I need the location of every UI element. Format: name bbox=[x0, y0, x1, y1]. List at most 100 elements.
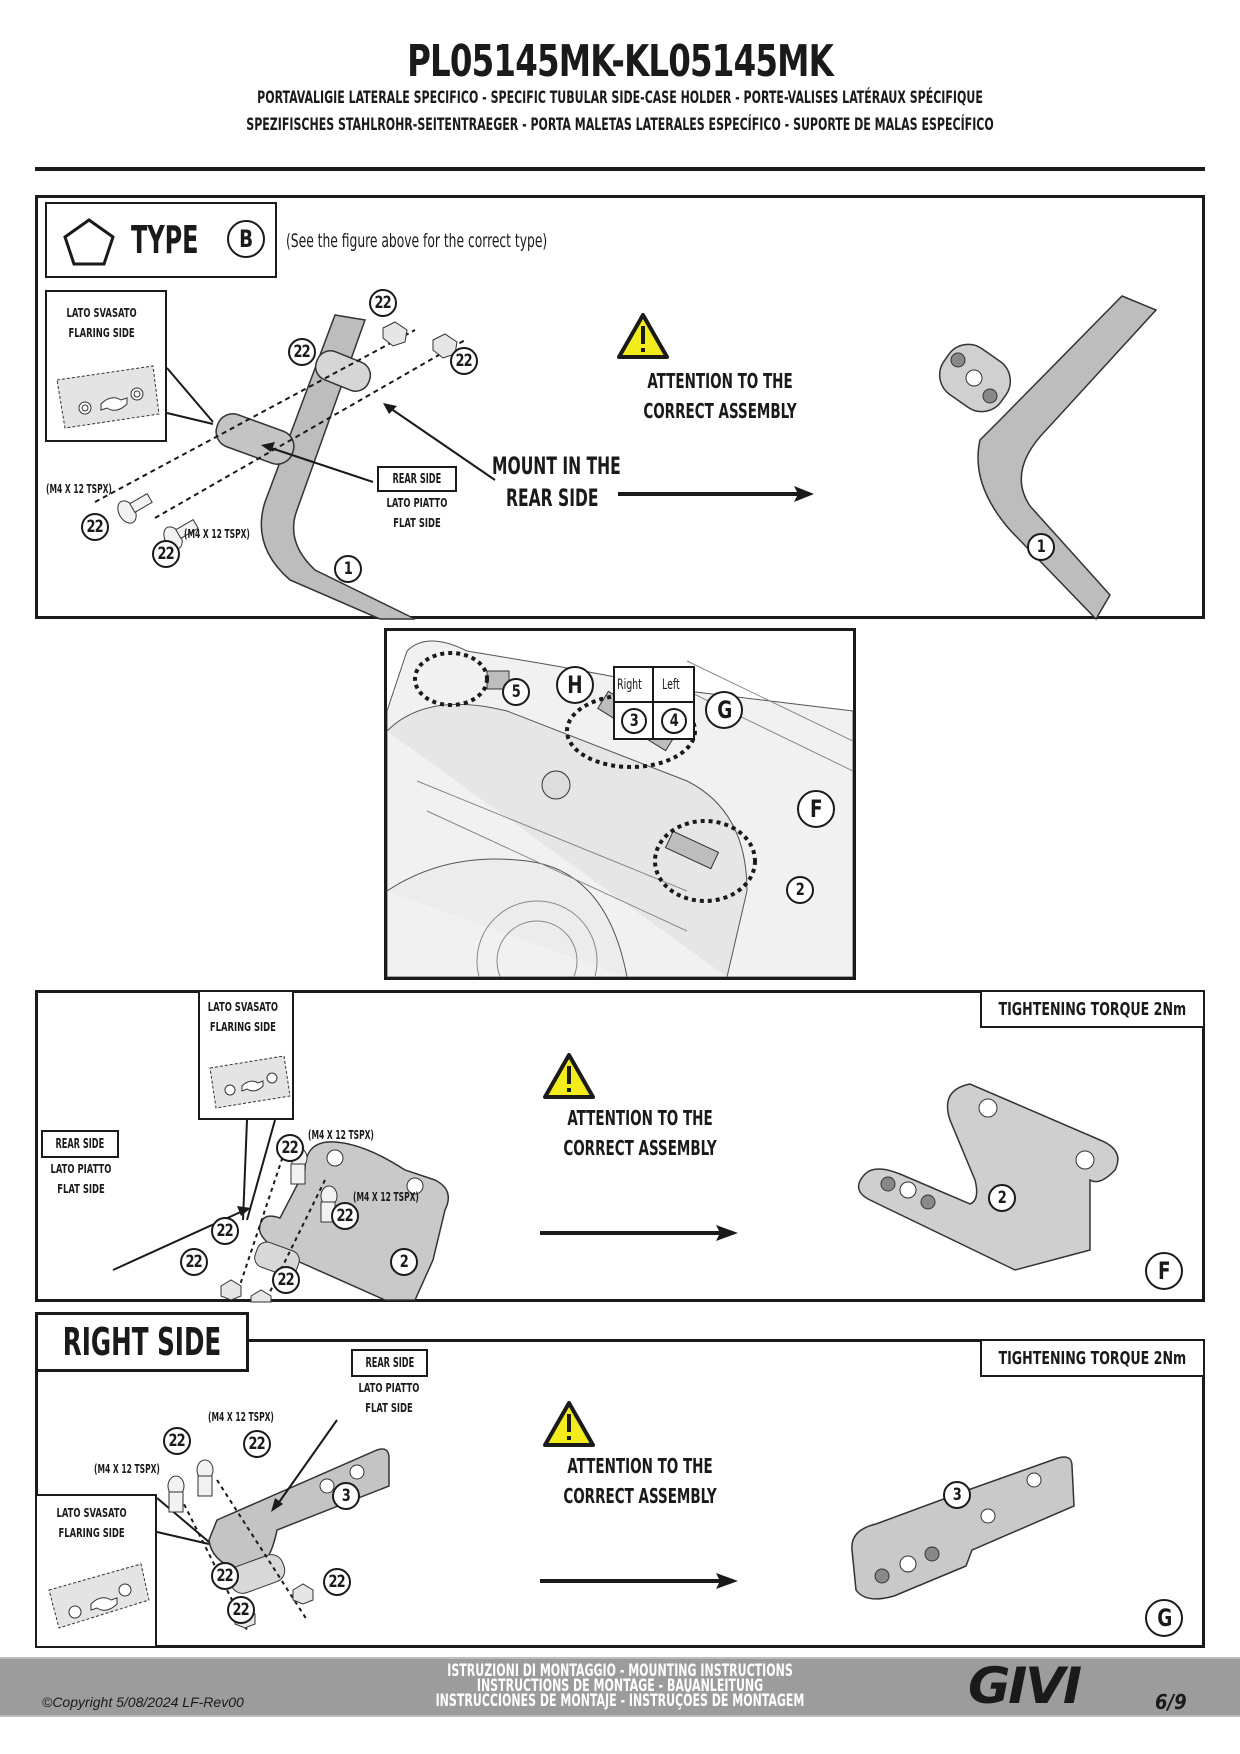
type-note: (See the figure above for the correct ty… bbox=[286, 230, 548, 252]
arrow-right-icon bbox=[618, 486, 814, 502]
torque-label-box: TIGHTENING TORQUE 2Nm bbox=[980, 1339, 1205, 1377]
screw-spec: (M4 X 12 TSPX) bbox=[208, 1410, 274, 1424]
type-label: TYPE bbox=[131, 218, 199, 262]
table-cell-right: 3 bbox=[615, 703, 654, 738]
flaring-side-inset: LATO SVASATO FLARING SIDE bbox=[198, 990, 294, 1120]
part-callout-22: 22 bbox=[276, 1134, 304, 1162]
arrow-right-icon bbox=[540, 1573, 738, 1589]
flaring-label-en: FLARING SIDE bbox=[58, 1526, 125, 1540]
part-callout-22: 22 bbox=[450, 347, 478, 375]
flaring-label-it: LATO SVASATO bbox=[56, 1506, 127, 1520]
rear-side-tag: REAR SIDE bbox=[351, 1349, 428, 1377]
motorcycle-rear-drawing bbox=[387, 640, 853, 977]
table-header-left: Left bbox=[654, 668, 693, 703]
bike-overview-panel bbox=[384, 628, 856, 980]
flat-label-en: FLAT SIDE bbox=[57, 1182, 105, 1196]
part-callout-22: 22 bbox=[272, 1266, 300, 1294]
part-callout-2: 2 bbox=[988, 1184, 1016, 1212]
subtitle-line-1: PORTAVALIGIE LATERALE SPECIFICO - SPECIF… bbox=[257, 88, 983, 108]
right-side-title-box: RIGHT SIDE bbox=[35, 1312, 249, 1372]
page-number: 6/9 bbox=[1155, 1690, 1187, 1714]
flaring-plate-drawing bbox=[209, 1055, 291, 1109]
section-h-badge: H bbox=[556, 666, 594, 704]
part-callout-22: 22 bbox=[331, 1202, 359, 1230]
assembled-tube-drawing bbox=[938, 295, 1158, 621]
table-header-right: Right bbox=[615, 668, 654, 703]
flat-label-it: LATO PIATTO bbox=[386, 496, 448, 510]
footer-bar bbox=[0, 1657, 1240, 1717]
warning-icon bbox=[617, 313, 669, 359]
screw-spec: (M4 X 12 TSPX) bbox=[94, 1462, 160, 1476]
instructions-line-3: INSTRUCCIONES DE MONTAJE - INSTRUÇÕES DE… bbox=[435, 1691, 805, 1711]
document-title: PL05145MK-KL05145MK bbox=[407, 36, 834, 87]
flaring-plate-drawing bbox=[56, 365, 160, 429]
attention-text: ATTENTION TO THE CORRECT ASSEMBLY bbox=[563, 1454, 717, 1508]
part-callout-2: 2 bbox=[390, 1248, 418, 1276]
assembled-bracket-3-drawing bbox=[851, 1456, 1075, 1600]
attention-text: ATTENTION TO THE CORRECT ASSEMBLY bbox=[643, 369, 797, 423]
section-g-badge: G bbox=[1145, 1599, 1183, 1637]
attention-text: ATTENTION TO THE CORRECT ASSEMBLY bbox=[563, 1106, 717, 1160]
flat-label-it: LATO PIATTO bbox=[358, 1381, 420, 1395]
flat-label-en: FLAT SIDE bbox=[365, 1401, 413, 1415]
warning-icon bbox=[543, 1053, 595, 1099]
instructions-line-2: INSTRUCTIONS DE MONTAGE - BAUANLEITUNG bbox=[476, 1676, 764, 1696]
flaring-label-en: FLARING SIDE bbox=[68, 326, 135, 340]
mount-text-line2: REAR SIDE bbox=[506, 484, 599, 512]
part-callout-22: 22 bbox=[81, 513, 109, 541]
type-b-panel bbox=[35, 195, 1205, 619]
table-cell-left: 4 bbox=[654, 703, 693, 738]
flaring-label-it: LATO SVASATO bbox=[207, 1000, 278, 1014]
screw-spec: (M4 X 12 TSPX) bbox=[184, 527, 250, 541]
part-callout-1: 1 bbox=[1027, 533, 1055, 561]
arrow-right-icon bbox=[540, 1225, 738, 1241]
pentagon-icon bbox=[63, 218, 115, 266]
instructions-line-1: ISTRUZIONI DI MONTAGGIO - MOUNTING INSTR… bbox=[447, 1661, 793, 1681]
section-g-badge: G bbox=[705, 691, 743, 729]
part-callout-22: 22 bbox=[211, 1217, 239, 1245]
part-callout-22: 22 bbox=[152, 540, 180, 568]
flaring-plate-drawing bbox=[48, 1563, 150, 1629]
assembled-bracket-2-drawing bbox=[857, 1083, 1119, 1271]
rear-side-tag: REAR SIDE bbox=[41, 1130, 119, 1158]
section-g-panel bbox=[35, 1339, 1205, 1648]
type-letter-badge: B bbox=[227, 220, 265, 258]
rear-side-tag: REAR SIDE bbox=[377, 466, 457, 492]
torque-label-box: TIGHTENING TORQUE 2Nm bbox=[980, 990, 1205, 1028]
type-box: TYPE B bbox=[45, 202, 277, 278]
part-callout-5: 5 bbox=[502, 678, 530, 706]
part-callout-22: 22 bbox=[369, 289, 397, 317]
section-f-panel bbox=[35, 990, 1205, 1302]
right-side-title: RIGHT SIDE bbox=[62, 1320, 222, 1364]
part-callout-22: 22 bbox=[288, 338, 316, 366]
right-left-part-table: Right Left 3 4 bbox=[613, 666, 695, 740]
screw-spec: (M4 X 12 TSPX) bbox=[353, 1190, 419, 1204]
flat-label-en: FLAT SIDE bbox=[393, 516, 441, 530]
part-callout-22: 22 bbox=[211, 1562, 239, 1590]
flaring-label-it: LATO SVASATO bbox=[66, 306, 137, 320]
flat-label-it: LATO PIATTO bbox=[50, 1162, 112, 1176]
part-callout-22: 22 bbox=[227, 1596, 255, 1624]
subtitle-line-2: SPEZIFISCHES STAHLROHR-SEITENTRAEGER - P… bbox=[246, 115, 994, 135]
part-callout-22: 22 bbox=[323, 1568, 351, 1596]
part-callout-22: 22 bbox=[180, 1248, 208, 1276]
part-callout-3: 3 bbox=[943, 1481, 971, 1509]
warning-icon bbox=[543, 1401, 595, 1447]
part-callout-2: 2 bbox=[786, 876, 814, 904]
flaring-label-en: FLARING SIDE bbox=[209, 1020, 276, 1034]
part-callout-22: 22 bbox=[163, 1427, 191, 1455]
flaring-side-inset: LATO SVASATO FLARING SIDE bbox=[35, 1494, 157, 1648]
screw-spec: (M4 X 12 TSPX) bbox=[308, 1128, 374, 1142]
part-callout-3: 3 bbox=[332, 1482, 360, 1510]
part-callout-1: 1 bbox=[334, 555, 362, 583]
section-g-exploded-drawing bbox=[156, 1419, 390, 1631]
section-f-badge: F bbox=[1145, 1252, 1183, 1290]
givi-logo: GIVI bbox=[968, 1657, 1082, 1715]
copyright-text: ©Copyright 5/08/2024 LF-Rev00 bbox=[42, 1694, 244, 1710]
flaring-side-inset: LATO SVASATO FLARING SIDE bbox=[45, 290, 167, 442]
part-callout-22: 22 bbox=[243, 1430, 271, 1458]
header-divider bbox=[35, 167, 1205, 171]
mount-text-line1: MOUNT IN THE bbox=[492, 452, 621, 480]
type-b-exploded-drawing bbox=[94, 314, 496, 620]
screw-spec: (M4 X 12 TSPX) bbox=[46, 482, 112, 496]
